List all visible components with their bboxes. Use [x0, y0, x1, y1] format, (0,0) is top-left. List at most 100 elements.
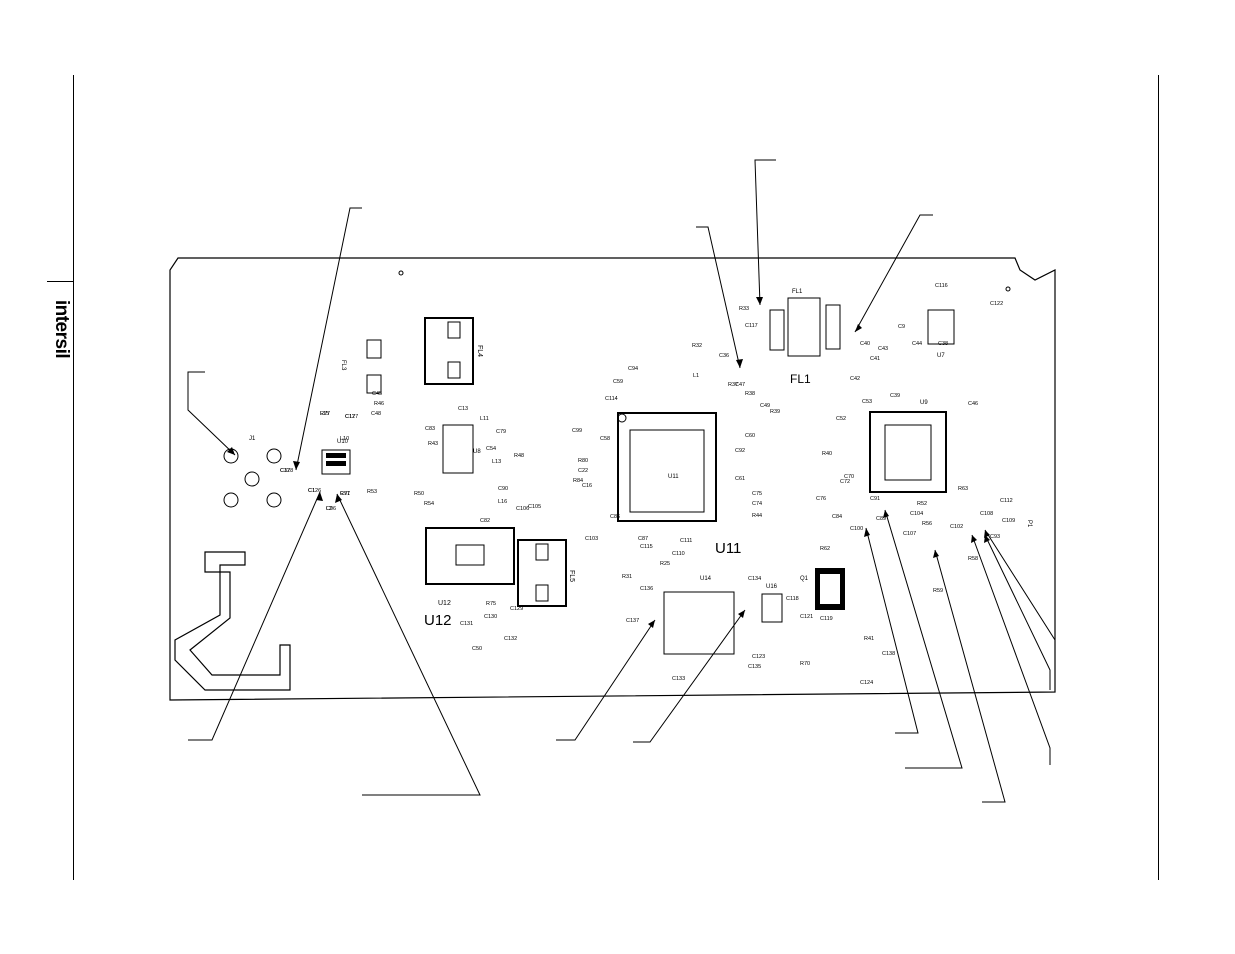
- ic-u7: U7: [927, 309, 955, 359]
- component-ref-c38: C38: [938, 341, 948, 347]
- u12-label: U12: [438, 600, 451, 607]
- component-ref-r38: R38: [745, 391, 755, 397]
- right-margin-rule: [1158, 75, 1159, 880]
- component-ref-c138: C138: [882, 651, 895, 657]
- component-ref-r31: R31: [622, 574, 632, 580]
- component-ref-l10: L10: [340, 436, 349, 442]
- u10-label: U10: [337, 439, 349, 445]
- component-ref-r32: R32: [692, 343, 702, 349]
- component-ref-r48: R48: [514, 453, 524, 459]
- component-ref-r52: R52: [917, 501, 927, 507]
- component-ref-r80: R80: [578, 458, 588, 464]
- component-ref-c93: C93: [990, 534, 1000, 540]
- component-ref-c134: C134: [748, 576, 761, 582]
- component-ref-l2: L2: [326, 506, 332, 512]
- component-ref-c94: C94: [628, 366, 638, 372]
- component-ref-c123: C123: [752, 654, 765, 660]
- component-ref-c117: C117: [745, 323, 758, 329]
- component-ref-c60: C60: [745, 433, 755, 439]
- ic-u12: U12 U12: [424, 527, 515, 629]
- fl4-filter: FL4: [424, 317, 483, 385]
- p1-label: P1: [1026, 520, 1032, 528]
- component-ref-c129: C129: [510, 606, 523, 612]
- component-ref-c22: C22: [578, 468, 588, 474]
- component-ref-c109: C109: [1002, 518, 1015, 524]
- fl5-label: FL5: [568, 570, 575, 582]
- component-ref-c48: C48: [371, 411, 381, 417]
- component-ref-c99: C99: [572, 428, 582, 434]
- component-ref-r53: R53: [367, 489, 377, 495]
- component-ref-c13: C13: [458, 406, 468, 412]
- component-ref-c87: C87: [638, 536, 648, 542]
- u14-label: U14: [700, 576, 712, 582]
- j1-label: J1: [249, 436, 256, 442]
- component-ref-c54: C54: [486, 446, 496, 452]
- board-outline: [169, 257, 1056, 701]
- u11-label: U11: [668, 474, 679, 480]
- component-ref-r46: R46: [374, 401, 384, 407]
- component-ref-c49: C49: [760, 403, 770, 409]
- component-ref-c124: C124: [860, 680, 873, 686]
- component-ref-c41: C41: [870, 356, 880, 362]
- component-ref-r84: R84: [573, 478, 583, 484]
- component-ref-r62: R62: [820, 546, 830, 552]
- component-ref-r59: R59: [933, 588, 943, 594]
- component-ref-r54: R54: [424, 501, 434, 507]
- component-ref-c127: C127: [345, 414, 358, 420]
- component-ref-c121: C121: [800, 614, 813, 620]
- u11-big-label: U11: [715, 540, 741, 557]
- fl1-big-label: FL1: [790, 372, 811, 386]
- component-ref-c89: C89: [876, 516, 886, 522]
- component-ref-r58: R58: [968, 556, 978, 562]
- component-ref-c39: C39: [890, 393, 900, 399]
- component-ref-c44: C44: [912, 341, 922, 347]
- u8-label: U8: [473, 449, 481, 455]
- component-ref-c112: C112: [1000, 498, 1013, 504]
- component-ref-c53: C53: [862, 399, 872, 405]
- component-ref-c50: C50: [472, 646, 482, 652]
- component-ref-c104: C104: [910, 511, 923, 517]
- component-ref-r63: R63: [958, 486, 968, 492]
- fl3-label: FL3: [340, 360, 346, 371]
- fl3-area: FL3 U10: [321, 339, 382, 475]
- component-ref-c1: C1: [308, 488, 315, 494]
- component-ref-c100: C100: [850, 526, 863, 532]
- component-ref-c107: C107: [903, 531, 916, 537]
- component-ref-r39: R39: [770, 409, 780, 415]
- component-ref-c90: C90: [498, 486, 508, 492]
- component-ref-l1: L1: [693, 373, 699, 379]
- component-ref-c114: C114: [605, 396, 618, 402]
- fl4-label: FL4: [476, 345, 483, 357]
- component-ref-c137: C137: [626, 618, 639, 624]
- mounting-hole: [398, 270, 404, 276]
- component-ref-l11: L11: [480, 416, 489, 422]
- u7-label: U7: [937, 353, 945, 359]
- left-margin-rule: [73, 75, 74, 880]
- fl5-filter: FL5: [517, 539, 575, 607]
- ic-u11: U11 U11: [617, 412, 741, 557]
- component-ref-c132: C132: [504, 636, 517, 642]
- component-ref-c72: C72: [840, 479, 850, 485]
- component-ref-c43: C43: [878, 346, 888, 352]
- fl1-filter: FL1 FL1: [769, 289, 841, 386]
- component-ref-c9: C9: [898, 324, 905, 330]
- component-ref-c108: C108: [980, 511, 993, 517]
- component-ref-c79: C79: [496, 429, 506, 435]
- ic-u9: U9: [869, 400, 947, 493]
- component-ref-r71: R71: [340, 491, 350, 497]
- component-ref-c52: C52: [836, 416, 846, 422]
- component-ref-c36: C36: [719, 353, 729, 359]
- component-ref-c122: C122: [990, 301, 1003, 307]
- component-ref-c106: C106: [516, 506, 529, 512]
- component-ref-r56: R56: [922, 521, 932, 527]
- component-ref-r70: R70: [800, 661, 810, 667]
- component-ref-l15: L15: [320, 411, 329, 417]
- component-ref-c83: C83: [425, 426, 435, 432]
- component-ref-r25: R25: [660, 561, 670, 567]
- component-ref-c105: C105: [528, 504, 541, 510]
- component-ref-r77: R77: [320, 411, 330, 417]
